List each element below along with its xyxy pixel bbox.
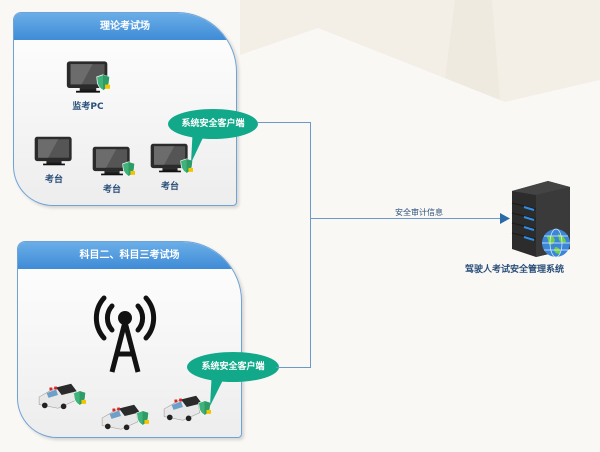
flow-label: 安全审计信息 bbox=[395, 208, 443, 217]
arrow-head-icon bbox=[500, 213, 510, 224]
node-label: 考台 bbox=[102, 185, 121, 195]
shield-icon bbox=[73, 390, 86, 406]
node-label: 监考PC bbox=[72, 102, 104, 112]
connector-line bbox=[310, 122, 311, 368]
connector-line bbox=[257, 122, 311, 123]
exam-station-node[interactable]: 考台 bbox=[32, 135, 76, 185]
connector-line bbox=[276, 367, 311, 368]
node-label: 考台 bbox=[160, 182, 179, 192]
invigilator-pc-node[interactable]: 监考PC bbox=[60, 60, 116, 112]
shield-icon bbox=[136, 410, 149, 426]
shield-icon bbox=[122, 161, 135, 177]
zone-title: 科目二、科目三考试场 bbox=[18, 242, 241, 269]
signal-tower-icon bbox=[93, 295, 157, 373]
node-label: 考台 bbox=[44, 175, 63, 185]
server-label: 驾驶人考试安全管理系统 bbox=[465, 265, 565, 275]
audit-flow-line bbox=[310, 218, 502, 219]
exam-station-node[interactable]: 考台 bbox=[90, 145, 134, 195]
shield-icon bbox=[96, 74, 110, 91]
security-client-callout: 系统安全客户端 bbox=[168, 109, 258, 139]
zone-title: 理论考试场 bbox=[14, 13, 236, 40]
globe-icon bbox=[542, 228, 570, 258]
security-client-callout: 系统安全客户端 bbox=[187, 352, 279, 382]
exam-station-node[interactable]: 考台 bbox=[148, 142, 192, 192]
monitor-icon bbox=[33, 135, 75, 167]
